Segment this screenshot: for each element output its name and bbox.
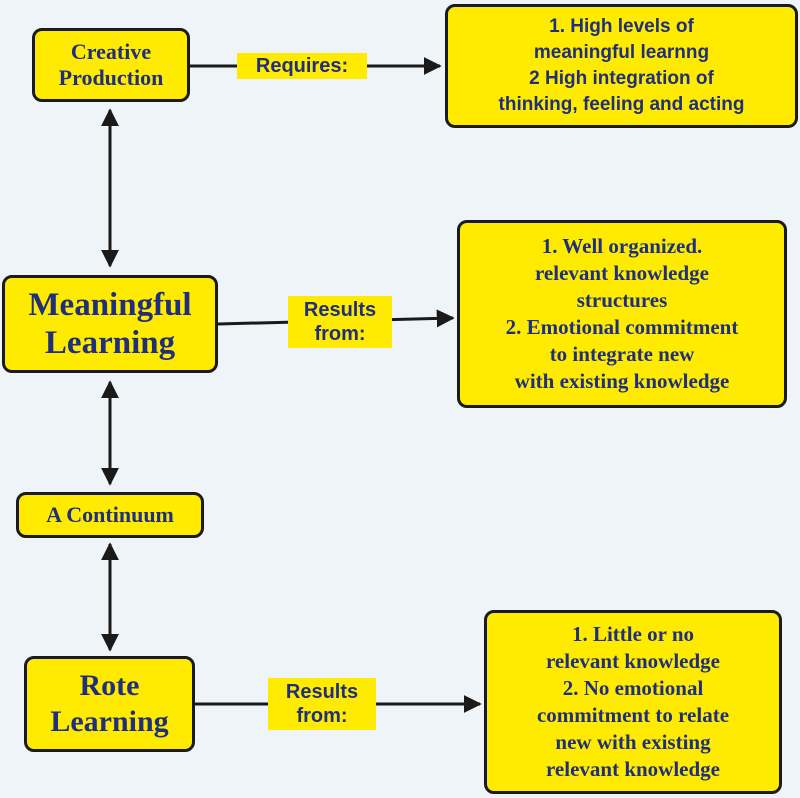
requires-label: Requires: — [237, 53, 367, 79]
creative-production-node: Creative Production — [32, 28, 190, 102]
rote-details-box: 1. Little or no relevant knowledge 2. No… — [484, 610, 782, 794]
results-from-label-rote: Results from: — [268, 678, 376, 730]
meaningful-learning-node: Meaningful Learning — [2, 275, 218, 373]
continuum-node: A Continuum — [16, 492, 204, 538]
results-from-label-meaningful: Results from: — [288, 296, 392, 348]
rote-learning-node: Rote Learning — [24, 656, 195, 752]
meaningful-details-box: 1. Well organized. relevant knowledge st… — [457, 220, 787, 408]
creative-details-box: 1. High levels of meaningful learnng 2 H… — [445, 4, 798, 128]
